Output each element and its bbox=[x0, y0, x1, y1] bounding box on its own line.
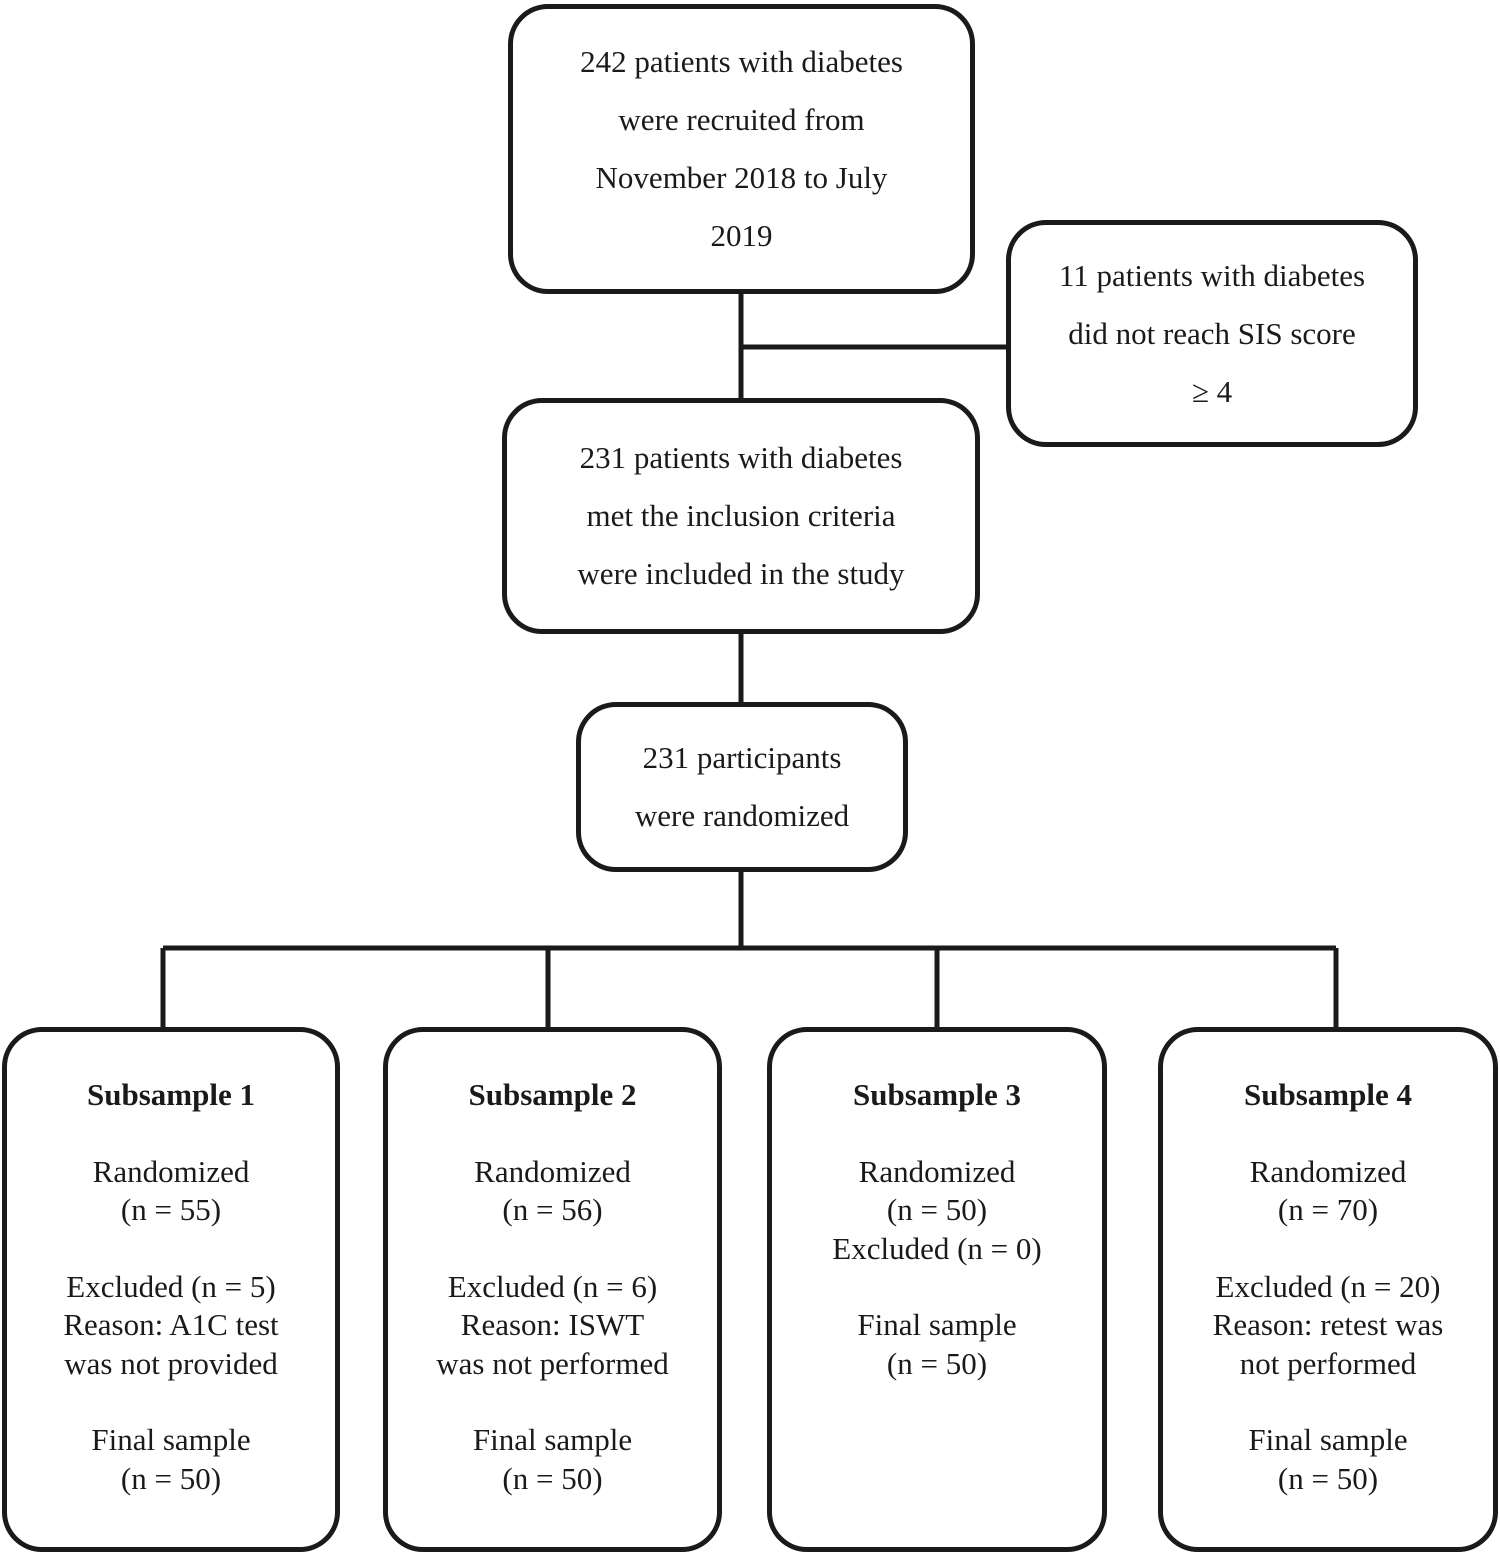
randomized-box: 231 participants were randomized bbox=[576, 702, 908, 872]
randomized-line-1: 231 participants bbox=[642, 740, 842, 775]
subsample-3-box: Subsample 3 Randomized (n = 50) Excluded… bbox=[767, 1027, 1107, 1552]
subsample-4-excluded-reason: Reason: retest was bbox=[1212, 1307, 1444, 1342]
included-line-3: were included in the study bbox=[577, 556, 905, 591]
recruited-line-2: were recruited from bbox=[618, 102, 865, 137]
recruited-box: 242 patients with diabetes were recruite… bbox=[508, 4, 975, 294]
subsample-2-randomized-count: (n = 56) bbox=[502, 1192, 603, 1227]
subsample-1-excluded-reason-cont: was not provided bbox=[64, 1345, 278, 1381]
subsample-4-final-count: (n = 50) bbox=[1277, 1460, 1379, 1496]
subsample-2-box: Subsample 2 Randomized (n = 56) Excluded… bbox=[383, 1027, 722, 1552]
not-reached-line-2: did not reach SIS score bbox=[1068, 315, 1356, 351]
subsample-1-randomized-label: Randomized bbox=[92, 1153, 250, 1189]
subsample-2-title: Subsample 2 bbox=[468, 1077, 637, 1112]
subsample-2-excluded-reason-cont: was not performed bbox=[436, 1345, 669, 1381]
subsample-2-excluded-count: Excluded (n = 6) bbox=[447, 1268, 658, 1304]
subsample-1-box: Subsample 1 Randomized (n = 55) Excluded… bbox=[2, 1027, 340, 1552]
subsample-2-excluded-reason: Reason: ISWT bbox=[460, 1307, 645, 1342]
subsample-3-final-count: (n = 50) bbox=[886, 1345, 988, 1381]
not-reached-line-1: 11 patients with diabetes bbox=[1058, 257, 1366, 293]
not-reached-line-3: ≥ 4 bbox=[1191, 373, 1233, 409]
subsample-4-randomized-label: Randomized bbox=[1249, 1153, 1407, 1189]
subsample-1-excluded-count: Excluded (n = 5) bbox=[66, 1268, 276, 1304]
subsample-3-randomized-count: (n = 50) bbox=[886, 1192, 988, 1227]
subsample-3-randomized-label: Randomized bbox=[858, 1153, 1016, 1189]
subsample-3-title: Subsample 3 bbox=[853, 1077, 1021, 1112]
subsample-1-title: Subsample 1 bbox=[87, 1077, 255, 1112]
randomized-line-2: were randomized bbox=[634, 798, 850, 833]
subsample-3-final-label: Final sample bbox=[857, 1307, 1017, 1342]
recruited-line-3: November 2018 to July bbox=[595, 160, 888, 195]
subsample-4-excluded-count: Excluded (n = 20) bbox=[1215, 1268, 1441, 1304]
subsample-1-final-count: (n = 50) bbox=[120, 1460, 222, 1496]
not-reached-box: 11 patients with diabetes did not reach … bbox=[1006, 220, 1418, 447]
subsample-4-final-label: Final sample bbox=[1248, 1422, 1408, 1457]
subsample-1-randomized-count: (n = 55) bbox=[120, 1192, 222, 1227]
recruited-line-4: 2019 bbox=[710, 218, 773, 253]
subsample-4-box: Subsample 4 Randomized (n = 70) Excluded… bbox=[1158, 1027, 1498, 1552]
subsample-2-randomized-label: Randomized bbox=[474, 1153, 631, 1189]
subsample-2-final-label: Final sample bbox=[472, 1422, 633, 1457]
subsample-3-excluded-count: Excluded (n = 0) bbox=[832, 1230, 1042, 1266]
included-box: 231 patients with diabetes met the inclu… bbox=[502, 398, 980, 634]
subsample-4-title: Subsample 4 bbox=[1244, 1077, 1412, 1112]
included-line-2: met the inclusion criteria bbox=[586, 498, 896, 533]
subsample-4-randomized-count: (n = 70) bbox=[1277, 1192, 1379, 1227]
subsample-4-excluded-reason-cont: not performed bbox=[1239, 1345, 1417, 1381]
subsample-1-final-label: Final sample bbox=[91, 1422, 251, 1457]
subsample-1-excluded-reason: Reason: A1C test bbox=[63, 1307, 279, 1342]
recruited-line-1: 242 patients with diabetes bbox=[580, 44, 903, 79]
subsample-2-final-count: (n = 50) bbox=[502, 1460, 603, 1496]
included-line-1: 231 patients with diabetes bbox=[579, 440, 903, 475]
